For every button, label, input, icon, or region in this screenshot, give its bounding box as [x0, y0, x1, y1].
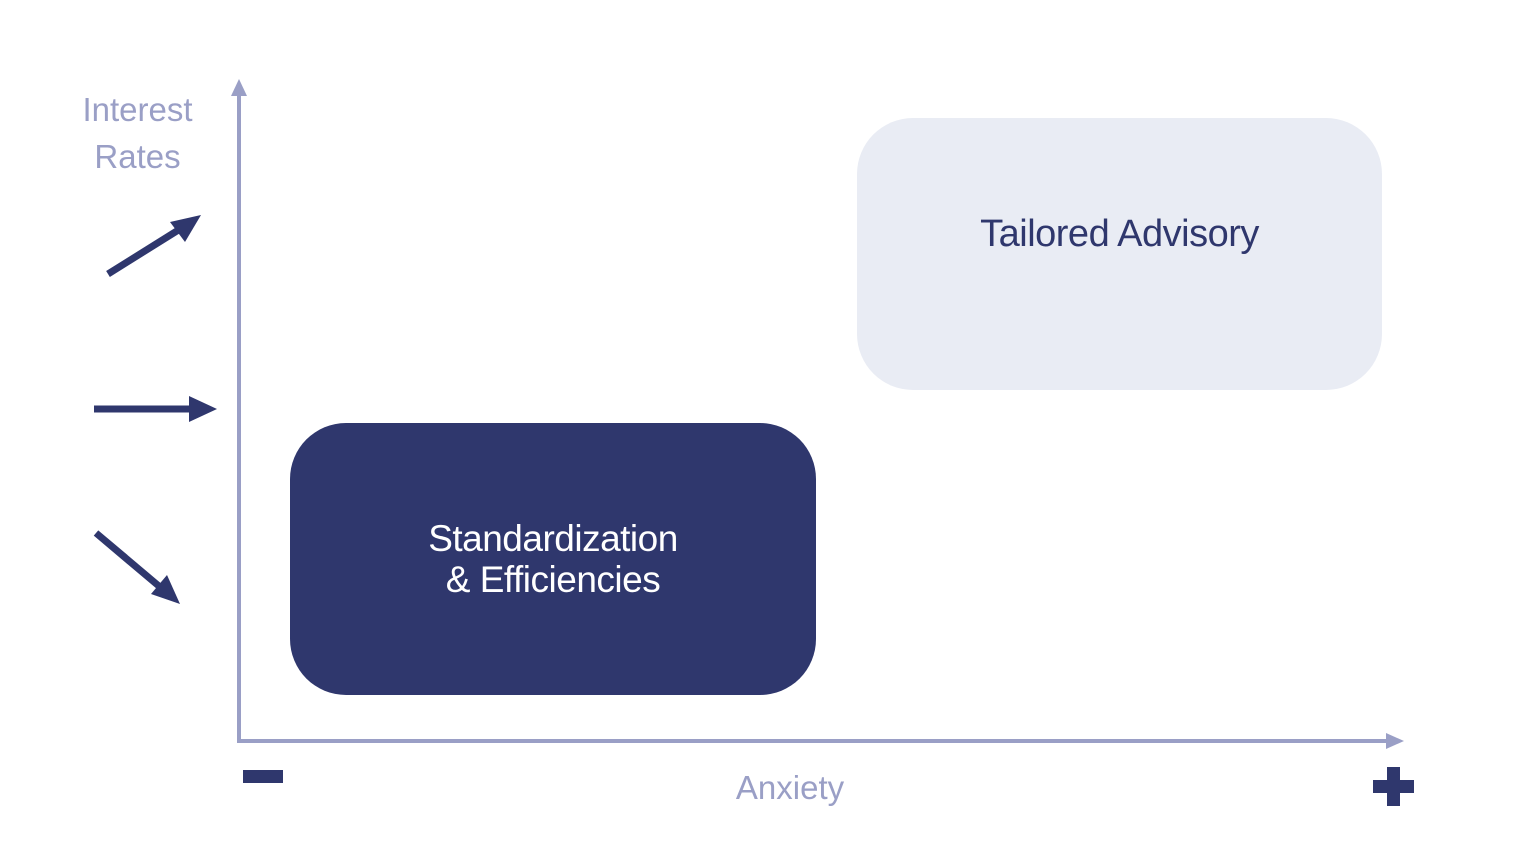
- standardization-box: Standardization & Efficiencies: [290, 423, 816, 695]
- tailored-advisory-label: Tailored Advisory: [980, 213, 1259, 255]
- standardization-label-line2: & Efficiencies: [445, 559, 661, 600]
- y-axis-label-line2: Rates: [94, 138, 181, 175]
- x-axis-label: Anxiety: [735, 769, 845, 806]
- minus-icon: [243, 770, 283, 783]
- y-axis-label: Interest Rates: [60, 86, 215, 180]
- standardization-label: Standardization & Efficiencies: [428, 518, 678, 600]
- plus-icon: [1373, 767, 1414, 806]
- tailored-advisory-box: Tailored Advisory: [857, 118, 1382, 390]
- x-axis-arrowhead-icon: [1386, 733, 1404, 749]
- x-axis: [237, 733, 1404, 749]
- arrow-down-right-icon: [93, 530, 180, 604]
- y-axis-label-line1: Interest: [82, 91, 193, 128]
- y-axis: [231, 79, 247, 742]
- arrow-right-icon: [94, 396, 217, 422]
- standardization-label-line1: Standardization: [428, 518, 678, 559]
- y-axis-arrowhead-icon: [231, 79, 247, 96]
- arrow-up-right-icon: [106, 215, 201, 277]
